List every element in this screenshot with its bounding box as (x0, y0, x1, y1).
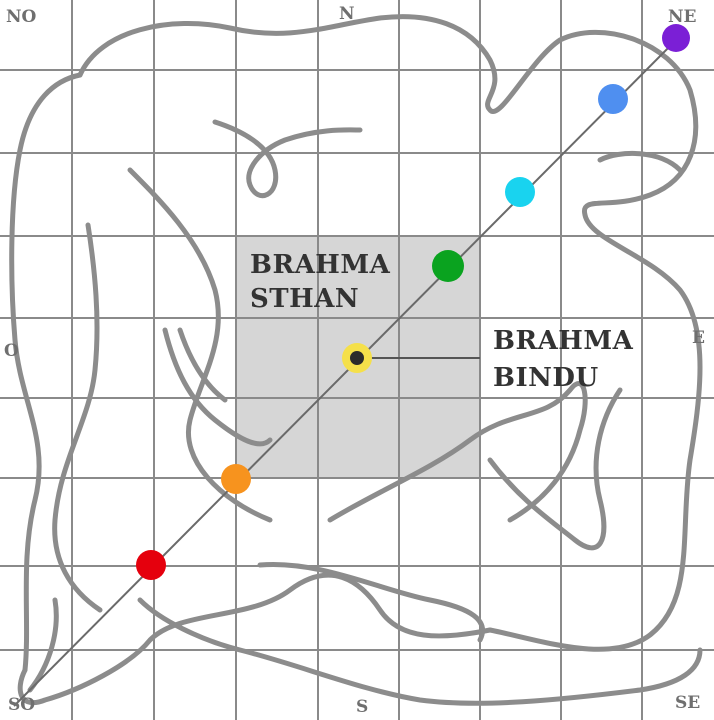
blue-chakra-dot (598, 84, 628, 114)
brahma-sthan-label-line2: STHAN (250, 284, 359, 314)
direction-label-sw: SO (8, 695, 35, 715)
brahma-bindu-dot (350, 351, 364, 365)
direction-label-n: N (339, 4, 355, 24)
red-chakra-dot (136, 550, 166, 580)
direction-label-se: SE (675, 693, 700, 713)
direction-label-s: S (356, 697, 368, 717)
direction-label-ne: NE (668, 7, 697, 27)
green-chakra-dot (432, 250, 464, 282)
violet-chakra-dot (662, 24, 690, 52)
cyan-chakra-dot (505, 177, 535, 207)
direction-label-w: O (4, 341, 19, 361)
orange-chakra-dot (221, 464, 251, 494)
brahma-sthan-label-line1: BRAHMA (250, 250, 391, 280)
direction-label-nw: NO (6, 7, 37, 27)
brahma-bindu-label-line1: BRAHMA (493, 326, 634, 356)
vastu-purusha-figure (9, 14, 703, 706)
brahma-bindu-label-line2: BINDU (493, 363, 599, 393)
direction-label-e: E (692, 328, 705, 348)
